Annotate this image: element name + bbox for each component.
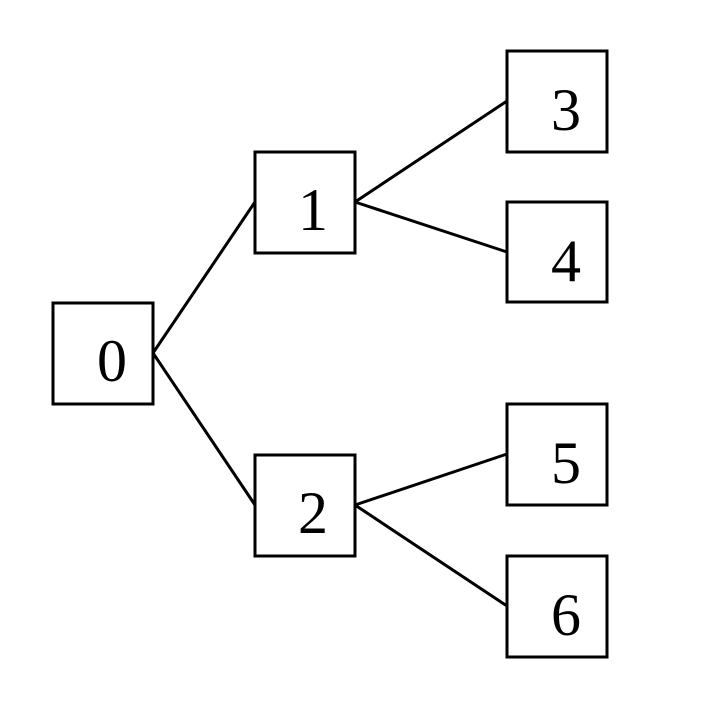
- node-box: [505, 200, 609, 304]
- node-box: [253, 453, 357, 558]
- node-box: [505, 554, 609, 659]
- tree-node-4: 4: [505, 200, 609, 304]
- edge-2-5: [354, 452, 508, 507]
- edge-0-2: [151, 352, 257, 506]
- tree-node-0: 0: [51, 301, 155, 406]
- node-label: 2: [298, 480, 328, 546]
- node-box: [505, 402, 609, 507]
- node-label: 1: [298, 177, 328, 243]
- node-box: [51, 301, 155, 406]
- edge-0-1: [151, 201, 257, 354]
- edges: [151, 99, 508, 608]
- tree-node-3: 3: [505, 49, 609, 154]
- edge-1-4: [354, 200, 508, 254]
- node-label: 0: [97, 328, 127, 394]
- tree-node-5: 5: [505, 402, 609, 507]
- node-box: [505, 49, 609, 154]
- tree-node-2: 2: [253, 453, 357, 558]
- node-box: [253, 150, 357, 255]
- edge-2-6: [354, 503, 508, 608]
- node-label: 3: [551, 77, 581, 143]
- tree-node-6: 6: [505, 554, 609, 659]
- edge-1-3: [354, 99, 508, 204]
- node-label: 5: [551, 430, 581, 496]
- node-label: 4: [551, 228, 581, 294]
- node-label: 6: [551, 582, 581, 648]
- tree-node-1: 1: [253, 150, 357, 255]
